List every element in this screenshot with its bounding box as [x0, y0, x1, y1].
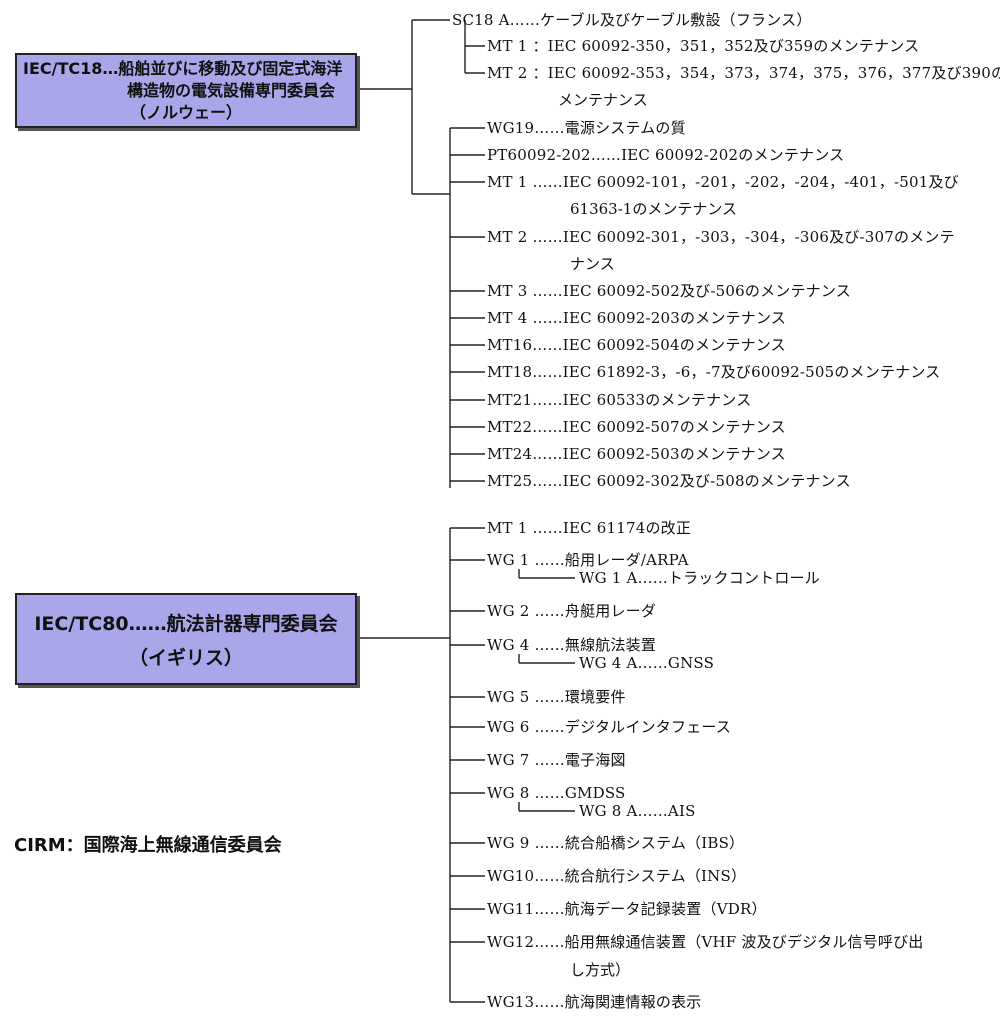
cirm-label: CIRM：国際海上無線通信委員会	[14, 835, 282, 856]
tc80-subitem: WG 4 A……GNSS	[579, 654, 715, 672]
tc80-item: WG13……航海関連情報の表示	[487, 993, 702, 1011]
sc18a-item: SC18 A……ケーブル及びケーブル敷設（フランス）	[452, 11, 812, 29]
tc18-item: MT21……IEC 60533のメンテナンス	[487, 391, 752, 409]
tc80-subitem: WG 8 A……AIS	[579, 802, 696, 820]
tc80-item: WG 1 ……船用レーダ/ARPA	[487, 551, 689, 569]
tc80-title: IEC/TC80……航法計器専門委員会	[34, 613, 338, 635]
tc80-item: WG11……航海データ記録装置（VDR）	[487, 900, 767, 918]
tc80-item: WG 9 ……統合船橋システム（IBS）	[487, 834, 745, 852]
sc18a-mt1-item: MT 1 ：IEC 60092-350，351，352及び359のメンテナンス	[487, 37, 920, 55]
tc18-country: （ノルウェー）	[129, 103, 242, 122]
tc18-item: MT 3 ……IEC 60092-502及び-506のメンテナンス	[487, 282, 851, 300]
tc80-item: WG 2 ……舟艇用レーダ	[487, 602, 657, 620]
tc18-item: PT60092-202……IEC 60092-202のメンテナンス	[487, 146, 845, 164]
tc18-item: MT 1 ……IEC 60092-101，-201，-202，-204，-401…	[487, 173, 959, 191]
tc80-country: （イギリス）	[128, 647, 243, 669]
tc80-item: WG 4 ……無線航法装置	[487, 636, 657, 654]
tc80-item: WG 7 ……電子海図	[487, 751, 626, 769]
tc18-item: MT25……IEC 60092-302及び-508のメンテナンス	[487, 472, 851, 490]
sc18a-mt2-continuation: メンテナンス	[558, 91, 648, 109]
sc18a-mt2-item: MT 2 ：IEC 60092-353，354，373，374，375，376，…	[487, 64, 1000, 82]
tc80-item-continuation: し方式）	[570, 961, 631, 979]
tc18-item: MT16……IEC 60092-504のメンテナンス	[487, 336, 786, 354]
tc18-committee-box: IEC/TC18…船舶並びに移動及び固定式海洋 構造物の電気設備専門委員会 （ノ…	[15, 53, 357, 128]
tc18-item: MT22……IEC 60092-507のメンテナンス	[487, 418, 786, 436]
tc18-title-line1: IEC/TC18…船舶並びに移動及び固定式海洋	[23, 59, 343, 78]
tc18-item: MT18……IEC 61892-3，-6，-7及び60092-505のメンテナン…	[487, 363, 941, 381]
tc80-subitem: WG 1 A……トラックコントロール	[579, 569, 820, 587]
tc18-item: WG19……電源システムの質	[487, 119, 686, 137]
tc80-item: WG 5 ……環境要件	[487, 688, 626, 706]
tc18-title-line2: 構造物の電気設備専門委員会	[126, 81, 335, 100]
tc80-item: WG 6 ……デジタルインタフェース	[487, 718, 732, 736]
tc18-item: MT24……IEC 60092-503のメンテナンス	[487, 445, 786, 463]
tc80-committee-box: IEC/TC80……航法計器専門委員会 （イギリス）	[15, 593, 357, 685]
tc80-item: WG10……統合航行システム（INS）	[487, 867, 747, 885]
tc18-item-continuation: ナンス	[570, 255, 615, 273]
tc18-item-continuation: 61363-1のメンテナンス	[570, 200, 738, 218]
tc80-item: WG12……船用無線通信装置（VHF 波及びデジタル信号呼び出	[487, 933, 924, 951]
tc80-item: MT 1 ……IEC 61174の改正	[487, 519, 692, 537]
tc80-item: WG 8 ……GMDSS	[487, 784, 626, 802]
tc18-item: MT 4 ……IEC 60092-203のメンテナンス	[487, 309, 787, 327]
tc18-item: MT 2 ……IEC 60092-301，-303，-304，-306及び-30…	[487, 228, 955, 246]
